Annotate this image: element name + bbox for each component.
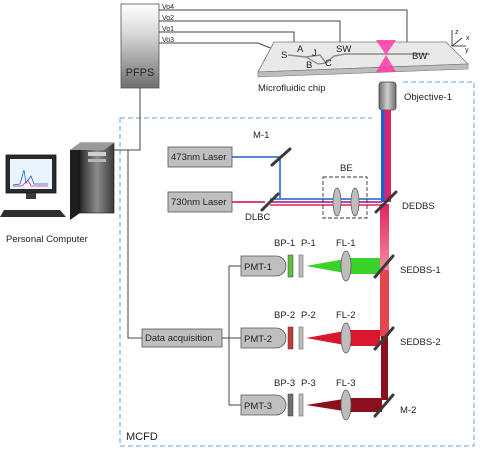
pc-screen-plot [12,169,48,186]
sedbs-1-label: SEDBS-1 [400,265,441,276]
mcfd-frame [119,81,475,447]
beam-up-blue [381,110,384,202]
vo4-tube [159,9,408,52]
mirror-m2 [373,393,395,418]
axis-indicator: z x y [451,29,470,54]
personal-computer [0,142,115,220]
bandpass-filter-3 [287,393,294,417]
objective-lens [378,81,397,111]
objective-label: Objective-1 [404,92,452,103]
dedbs-label: DEDBS [402,201,435,212]
beam-expander-label: BE [340,163,353,174]
sedbs-2-splitter [373,326,395,351]
pc-keyboard [0,210,66,217]
beam-up-red [387,110,391,202]
fl3-label: FL-3 [336,378,356,389]
pc-daq-cable [127,150,142,339]
laser-focus-upper [376,40,396,55]
pmt-3-label: PMT-3 [244,401,272,412]
p2-label: P-2 [301,310,316,321]
green-emission-beam [350,258,380,274]
data-acquisition-label: Data acquisition [145,333,213,344]
chip-label-a: A [297,44,304,55]
pc-monitor-stand [26,193,36,199]
emission-column-1 [380,204,389,270]
pc-drive-bay [88,152,106,156]
laser-focus-lower [376,55,396,72]
pc-pfps-cable [114,88,141,151]
dlbc-label: DLBC [245,212,270,223]
green-emission-focus [306,258,350,274]
chip-label: Microfluidic chip [258,83,326,94]
vo2-label: Vo2 [162,15,174,22]
pinhole-1 [298,254,304,278]
daq-pmt-bus [222,265,241,406]
pinhole-3 [298,393,304,417]
microfluidic-chip-side [257,63,469,78]
laser-473nm-label: 473nm Laser [171,152,226,163]
fl2-label: FL-2 [336,310,356,321]
focus-lens-1 [340,250,352,282]
p3-label: P-3 [301,378,316,389]
p1-label: P-1 [301,238,316,249]
bp2-label: BP-2 [274,310,295,321]
vo4-label: Vo4 [162,4,174,11]
sedbs-2-label: SEDBS-2 [400,337,441,348]
laser-730nm-label: 730nm Laser [171,197,226,208]
vo3-label: Vo3 [162,37,174,44]
pfps-label: PFPS [126,67,155,79]
sedbs-1-splitter [373,254,395,279]
red-emission-focus [306,330,350,346]
dedbs-splitter [374,190,398,214]
chip-label-j: J [312,48,317,59]
vo1-tube [159,31,295,45]
dark-red-emission-focus [306,398,350,412]
emission-column-2 [380,270,389,336]
dlbc-combiner [260,192,280,212]
axis-x-label: x [466,35,470,42]
mirror-m2-label: M-2 [400,405,416,416]
mirror-m1-label: M-1 [253,130,269,141]
beam-up-magenta [384,110,387,202]
chip-branch-b [305,56,327,65]
pfps-unit [120,3,160,89]
be-lens-2 [350,187,360,217]
beam-expander-frame [322,176,368,219]
pc-tower-side [70,143,80,220]
chip-label-s: S [281,50,287,61]
red-emission-beam [350,330,380,346]
bandpass-filter-1 [287,254,294,278]
fl1-label: FL-1 [336,238,356,249]
axis-z-label: z [455,29,459,36]
emission-column-3 [381,336,388,400]
focus-lens-2 [340,322,352,354]
pc-drive-bay-2 [88,159,106,162]
axis-y-label: y [465,47,469,54]
be-lens-1 [332,187,342,217]
pc-screen-plot-2 [13,179,48,187]
pinhole-2 [298,326,304,350]
pc-label: Personal Computer [6,234,88,245]
chip-label-bw: BW [412,51,427,62]
vo1-label: Vo1 [162,26,174,33]
dark-red-emission-beam [350,398,382,412]
pmt-1 [240,255,287,277]
pmt-3 [240,394,287,416]
pc-tower-top [70,143,114,150]
pmt-1-label: PMT-1 [244,262,272,273]
chip-label-b: B [306,60,312,71]
chip-label-sw: SW [336,44,351,55]
bandpass-filter-2 [287,326,294,350]
vo2-tube [159,20,341,48]
mirror-m1 [270,147,292,167]
focus-lens-3 [340,389,352,421]
pmt-2-label: PMT-2 [244,334,272,345]
mcfd-label: MCFD [126,431,158,443]
bp1-label: BP-1 [274,238,295,249]
pmt-2 [240,327,287,349]
bp3-label: BP-3 [274,378,295,389]
chip-label-c: C [325,58,332,69]
